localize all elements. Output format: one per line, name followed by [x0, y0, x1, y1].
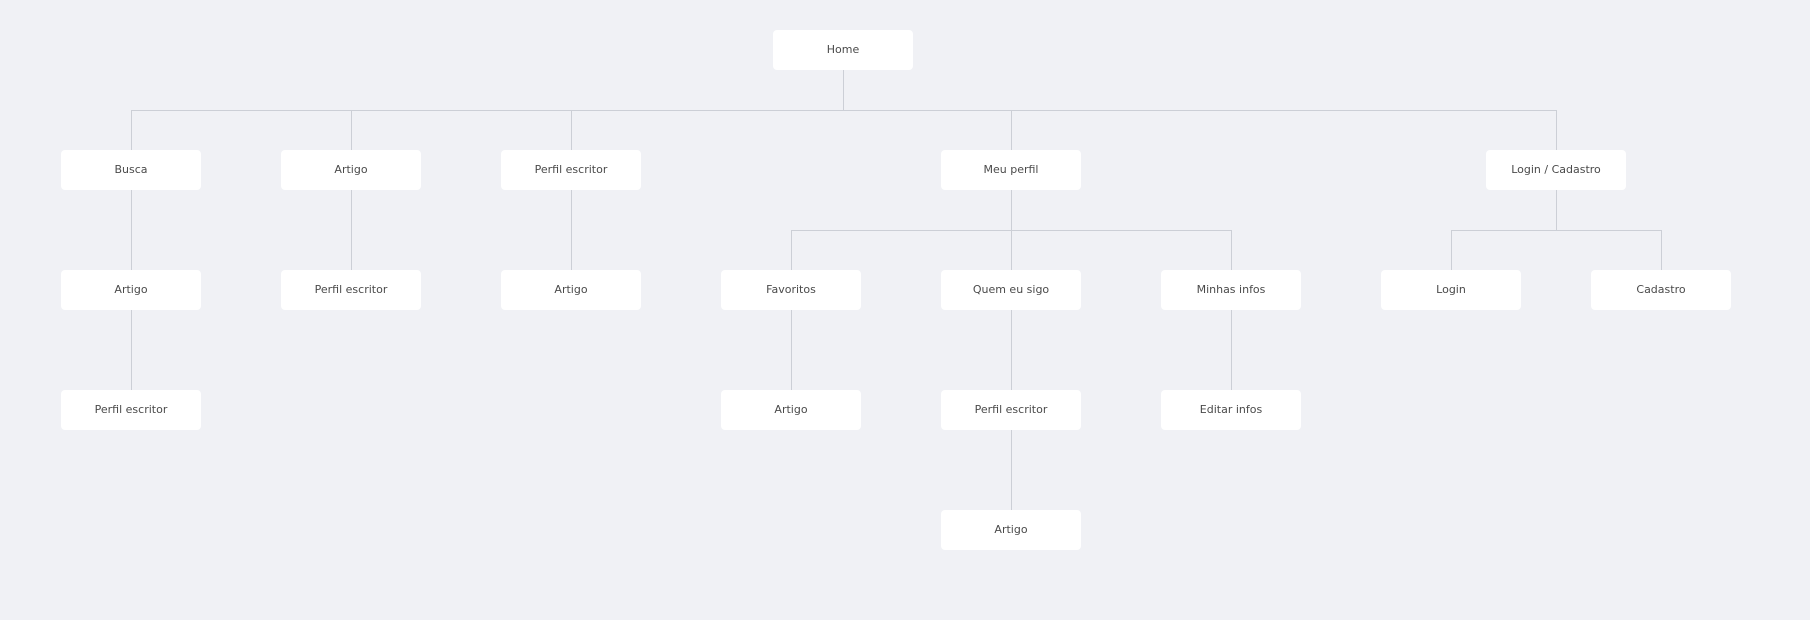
node-artigo-perfil-escritor[interactable]: Perfil escritor	[281, 270, 421, 310]
node-busca[interactable]: Busca	[61, 150, 201, 190]
node-favoritos[interactable]: Favoritos	[721, 270, 861, 310]
node-quem-eu-sigo[interactable]: Quem eu sigo	[941, 270, 1081, 310]
node-favoritos-artigo[interactable]: Artigo	[721, 390, 861, 430]
node-minhas-infos[interactable]: Minhas infos	[1161, 270, 1301, 310]
node-quem-eu-sigo-perfil-escritor[interactable]: Perfil escritor	[941, 390, 1081, 430]
node-perfil-escritor[interactable]: Perfil escritor	[501, 150, 641, 190]
node-busca-artigo-perfil-escritor[interactable]: Perfil escritor	[61, 390, 201, 430]
node-home[interactable]: Home	[773, 30, 913, 70]
node-cadastro[interactable]: Cadastro	[1591, 270, 1731, 310]
node-quem-eu-sigo-perfil-artigo[interactable]: Artigo	[941, 510, 1081, 550]
node-meu-perfil[interactable]: Meu perfil	[941, 150, 1081, 190]
node-login[interactable]: Login	[1381, 270, 1521, 310]
node-artigo[interactable]: Artigo	[281, 150, 421, 190]
node-busca-artigo[interactable]: Artigo	[61, 270, 201, 310]
node-editar-infos[interactable]: Editar infos	[1161, 390, 1301, 430]
node-login-cadastro[interactable]: Login / Cadastro	[1486, 150, 1626, 190]
node-perfil-escritor-artigo[interactable]: Artigo	[501, 270, 641, 310]
